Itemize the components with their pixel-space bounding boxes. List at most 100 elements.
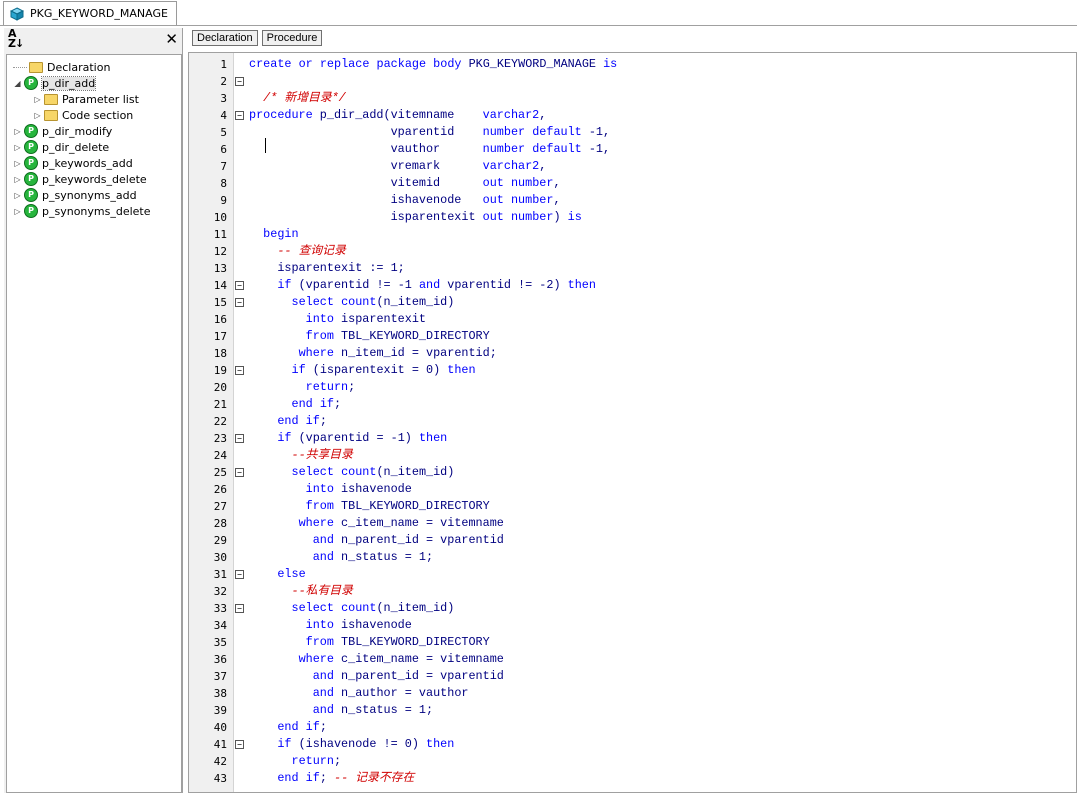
folder-icon [29,61,43,73]
fold-toggle-icon[interactable]: − [235,604,244,613]
line-number: 32 [213,585,227,598]
code-text: procedure p_dir_add(vitemname varchar2, [249,108,547,122]
code-line[interactable]: 38 and n_author = vauthor [189,685,1076,702]
code-line[interactable]: 10 isparentexit out number) is [189,209,1076,226]
line-number: 33 [213,602,227,615]
code-line[interactable]: 40 end if; [189,719,1076,736]
procedure-icon: P [24,204,38,218]
code-text: from TBL_KEYWORD_DIRECTORY [305,329,490,343]
code-line[interactable]: 35 from TBL_KEYWORD_DIRECTORY [189,634,1076,651]
tree-item[interactable]: Declaration [13,59,110,75]
code-line[interactable]: 13 isparentexit := 1; [189,260,1076,277]
code-line[interactable]: 9 ishavenode out number, [189,192,1076,209]
expand-icon[interactable]: ▷ [14,142,21,152]
declaration-button[interactable]: Declaration [192,30,258,46]
tree-item[interactable]: ▷Code section [33,107,133,123]
code-line[interactable]: 15− select count(n_item_id) [189,294,1076,311]
code-line[interactable]: 20 return; [189,379,1076,396]
line-number: 29 [213,534,227,547]
tree-item-label: p_dir_modify [42,124,113,138]
code-line[interactable]: 34 into ishavenode [189,617,1076,634]
code-line[interactable]: 24 --共享目录 [189,447,1076,464]
code-line[interactable]: 36 where c_item_name = vitemname [189,651,1076,668]
code-line[interactable]: 12 -- 查询记录 [189,243,1076,260]
collapse-icon[interactable]: ◢ [14,78,21,88]
code-line[interactable]: 23− if (vparentid = -1) then [189,430,1076,447]
code-text: end if; -- 记录不存在 [277,771,415,785]
code-line[interactable]: 27 from TBL_KEYWORD_DIRECTORY [189,498,1076,515]
fold-toggle-icon[interactable]: − [235,434,244,443]
code-line[interactable]: 17 from TBL_KEYWORD_DIRECTORY [189,328,1076,345]
expand-icon[interactable]: ▷ [34,94,41,104]
procedure-button[interactable]: Procedure [261,30,323,46]
code-line[interactable]: 43 end if; -- 记录不存在 [189,770,1076,787]
code-line[interactable]: 28 where c_item_name = vitemname [189,515,1076,532]
document-tab[interactable]: PKG_KEYWORD_MANAGE [3,1,177,25]
close-icon[interactable]: ✕ [165,30,178,48]
code-line[interactable]: 6 vauthor number default -1, [189,141,1076,158]
code-line[interactable]: 37 and n_parent_id = vparentid [189,668,1076,685]
code-line[interactable]: 11 begin [189,226,1076,243]
fold-toggle-icon[interactable]: − [235,366,244,375]
expand-icon[interactable]: ▷ [14,126,21,136]
code-line[interactable]: 2− [189,73,1076,90]
code-line[interactable]: 22 end if; [189,413,1076,430]
fold-toggle-icon[interactable]: − [235,281,244,290]
line-number: 18 [213,347,227,360]
line-number-gutter [189,53,234,792]
code-line[interactable]: 39 and n_status = 1; [189,702,1076,719]
code-line[interactable]: 32 --私有目录 [189,583,1076,600]
code-line[interactable]: 41− if (ishavenode != 0) then [189,736,1076,753]
tree-item[interactable]: ▷Parameter list [33,91,138,107]
code-line[interactable]: 30 and n_status = 1; [189,549,1076,566]
code-line[interactable]: 16 into isparentexit [189,311,1076,328]
code-line[interactable]: 29 and n_parent_id = vparentid [189,532,1076,549]
expand-icon[interactable]: ▷ [14,174,21,184]
code-line[interactable]: 31− else [189,566,1076,583]
fold-toggle-icon[interactable]: − [235,740,244,749]
code-line[interactable]: 18 where n_item_id = vparentid; [189,345,1076,362]
code-line[interactable]: 33− select count(n_item_id) [189,600,1076,617]
line-number: 25 [213,466,227,479]
code-line[interactable]: 19− if (isparentexit = 0) then [189,362,1076,379]
expand-icon[interactable]: ▷ [34,110,41,120]
expand-icon[interactable]: ▷ [14,190,21,200]
fold-toggle-icon[interactable]: − [235,111,244,120]
fold-toggle-icon[interactable]: − [235,468,244,477]
line-number: 34 [213,619,227,632]
procedure-icon: P [24,156,38,170]
expand-icon[interactable]: ▷ [14,158,21,168]
code-line[interactable]: 42 return; [189,753,1076,770]
code-text: select count(n_item_id) [291,465,455,479]
line-number: 24 [213,449,227,462]
code-text: if (isparentexit = 0) then [291,363,476,377]
code-line[interactable]: 4−procedure p_dir_add(vitemname varchar2… [189,107,1076,124]
code-line[interactable]: 7 vremark varchar2, [189,158,1076,175]
code-line[interactable]: 8 vitemid out number, [189,175,1076,192]
code-line[interactable]: 25− select count(n_item_id) [189,464,1076,481]
fold-toggle-icon[interactable]: − [235,298,244,307]
code-line[interactable]: 26 into ishavenode [189,481,1076,498]
code-text: isparentexit out number) is [249,210,582,224]
fold-toggle-icon[interactable]: − [235,570,244,579]
tree-item-label: p_dir_delete [42,140,110,154]
fold-toggle-icon[interactable]: − [235,77,244,86]
code-text: and n_status = 1; [312,703,434,717]
code-line[interactable]: 14− if (vparentid != -1 and vparentid !=… [189,277,1076,294]
code-line[interactable]: 5 vparentid number default -1, [189,124,1076,141]
procedure-icon: P [24,76,38,90]
expand-icon[interactable]: ▷ [14,206,21,216]
code-line[interactable]: 3 /* 新增目录*/ [189,90,1076,107]
code-line[interactable]: 21 end if; [189,396,1076,413]
